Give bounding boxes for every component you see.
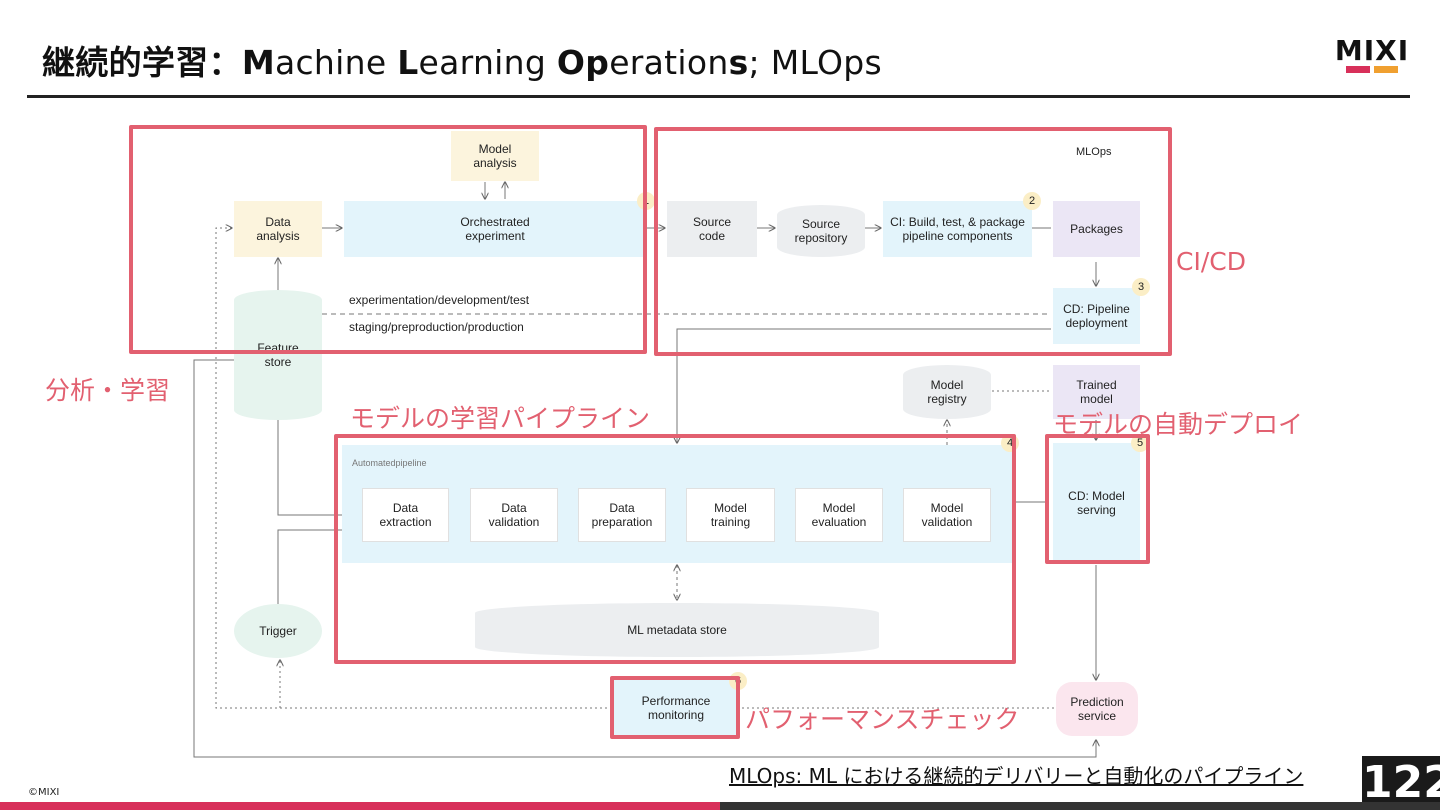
node-data-validation: Data validation (470, 488, 558, 542)
highlight-pipeline (334, 434, 1016, 664)
highlight-auto-deploy (1045, 434, 1150, 564)
node-model-registry: Model registry (903, 365, 991, 419)
arrow-cd-to-pipeline (677, 328, 1051, 443)
footer-bar-dark (720, 802, 1440, 810)
badge-2: 2 (1023, 192, 1041, 210)
node-model-evaluation: Model evaluation (795, 488, 883, 542)
label-perf-check: パフォーマンスチェック (745, 705, 1020, 734)
highlight-performance (610, 676, 740, 739)
node-prediction-service: Prediction service (1056, 682, 1138, 736)
node-data-preparation: Data preparation (578, 488, 666, 542)
footer-bar-pink (0, 802, 720, 810)
label-cicd: CI/CD (1176, 247, 1246, 276)
label-pipeline: モデルの学習パイプライン (350, 404, 651, 433)
node-feature-store: Feature store (234, 290, 322, 420)
label-auto-deploy: モデルの自動デプロイ (1053, 410, 1304, 439)
label-analysis: 分析・学習 (45, 376, 171, 405)
highlight-cicd (654, 127, 1172, 356)
env-dev-label: experimentation/development/test (349, 293, 530, 307)
title-jp: 継続的学習： (42, 43, 242, 82)
highlight-analysis (129, 125, 647, 354)
page-number: 122 (1362, 756, 1440, 810)
node-performance-monitoring: Performance monitoring (614, 680, 738, 736)
reference-link[interactable]: MLOps: ML における継続的デリバリーと自動化のパイプライン (729, 764, 1304, 788)
node-source-code: Source code (667, 201, 757, 257)
node-source-repository: Source repository (777, 205, 865, 257)
logo-bar-orange (1374, 66, 1398, 73)
logo-text: MIXI (1334, 34, 1410, 67)
badge-3: 3 (1132, 278, 1150, 296)
node-model-validation: Model validation (903, 488, 991, 542)
logo-bar-pink (1346, 66, 1370, 73)
env-prod-label: staging/preproduction/production (349, 320, 524, 334)
title-divider (27, 95, 1410, 98)
badge-5: 5 (1131, 434, 1149, 452)
node-cd-pipeline-deployment: CD: Pipeline deployment (1053, 288, 1140, 344)
node-trigger: Trigger (234, 604, 322, 658)
node-trained-model: Trained model (1053, 365, 1140, 419)
node-data-analysis: Data analysis (234, 201, 322, 257)
node-ci-build: CI: Build, test, & package pipeline comp… (883, 201, 1032, 257)
node-model-analysis: Model analysis (451, 131, 539, 181)
page-title: 継続的学習：Machine Learning Operations; MLOps (42, 43, 883, 82)
automated-pipeline-label: Automatedpipeline (352, 458, 427, 468)
node-data-extraction: Data extraction (362, 488, 449, 542)
mixi-logo: MIXI (1332, 34, 1412, 78)
mlops-label: MLOps (1076, 146, 1112, 158)
node-model-training: Model training (686, 488, 775, 542)
copyright: ©MIXI (28, 787, 60, 798)
node-cd-model-serving: CD: Model serving (1053, 443, 1140, 563)
node-packages: Packages (1053, 201, 1140, 257)
automated-pipeline-area (342, 445, 1014, 563)
node-ml-metadata-store: ML metadata store (475, 603, 879, 657)
node-orchestrated-experiment: Orchestrated experiment (344, 201, 646, 257)
arrow-fs-to-extraction (277, 420, 360, 515)
